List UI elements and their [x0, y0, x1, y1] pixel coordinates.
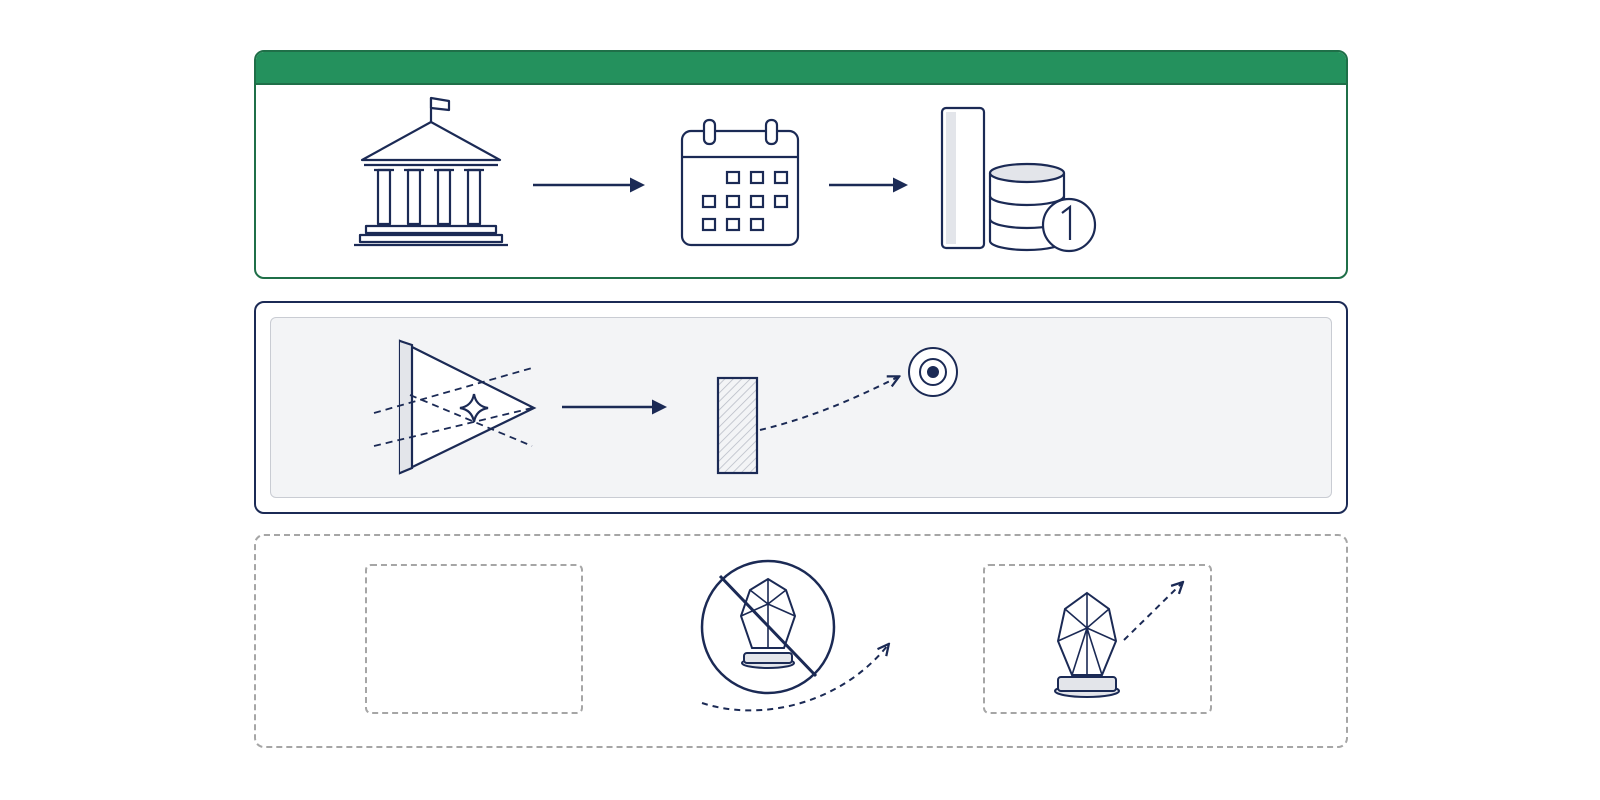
calendar-icon — [680, 118, 800, 247]
no-crystal-icon — [700, 559, 836, 695]
bank-building-icon — [354, 96, 508, 247]
dashed-curve-arrow-icon — [759, 377, 898, 431]
prism-light-icon — [373, 339, 537, 475]
crystal-trophy-icon — [1054, 591, 1120, 698]
target-icon — [908, 347, 958, 397]
dashed-diagonal-arrow-icon — [1123, 583, 1182, 641]
crystal-frame-box — [983, 564, 1212, 714]
hatched-bar-icon — [716, 376, 759, 475]
empty-dashed-box — [365, 564, 583, 714]
bar-and-coin-stack-icon — [940, 106, 1097, 253]
panel-top-header-bar — [256, 52, 1346, 85]
dashed-curve-arrow-icon — [701, 645, 888, 712]
